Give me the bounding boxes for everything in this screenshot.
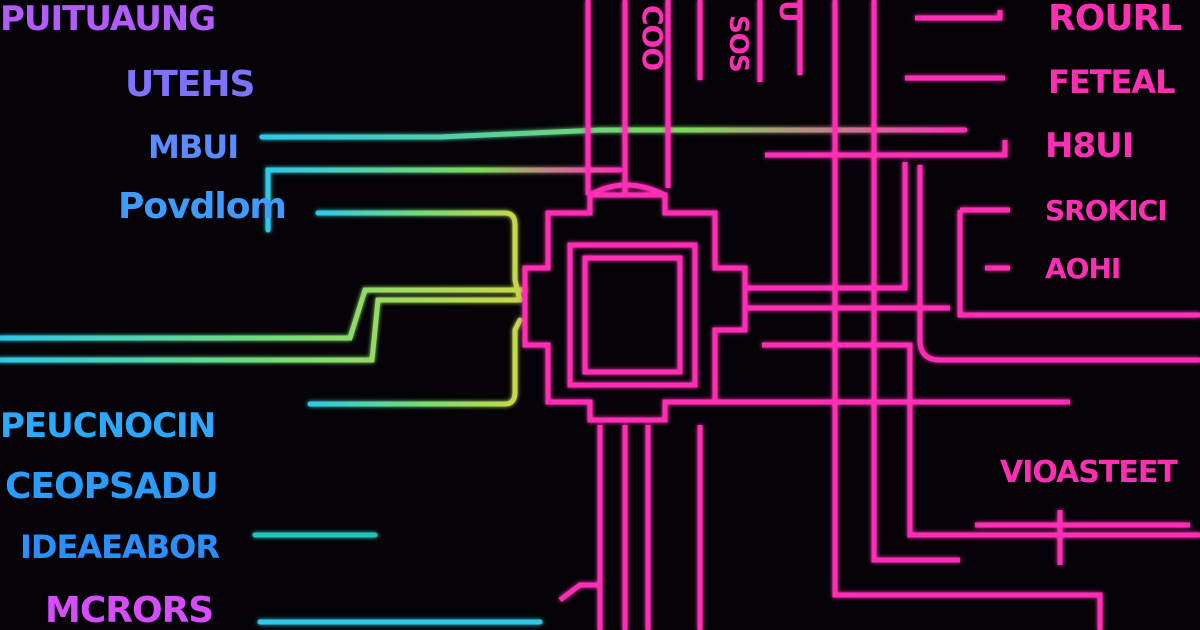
label-left-5: CEOPSADU xyxy=(5,466,218,507)
label-left-2: MBUI xyxy=(148,128,238,166)
label-left-0: PUITUAUNG xyxy=(0,0,215,39)
label-left-1: UTEHS xyxy=(125,64,254,105)
label-right-1: FETEAL xyxy=(1048,63,1175,101)
label-top-2: U xyxy=(773,0,806,22)
left-labels: PUITUAUNG UTEHS MBUI Povdlom PEUCNOCIN C… xyxy=(0,0,287,630)
label-right-2: H8UI xyxy=(1045,126,1133,166)
label-right-5: VIOASTEET xyxy=(1000,455,1178,490)
label-right-4: AOHI xyxy=(1045,252,1120,285)
label-left-3: Povdlom xyxy=(118,186,286,227)
chip-inner-core xyxy=(567,242,698,388)
label-left-4: PEUCNOCIN xyxy=(0,406,215,446)
label-top-0: COO xyxy=(636,5,669,70)
magenta-circuit xyxy=(522,0,1200,630)
trace-left-step2 xyxy=(0,297,523,363)
trace-povdlom xyxy=(265,167,623,233)
right-labels: ROURL FETEAL H8UI SROKICI AOHI VIOASTEET xyxy=(1000,0,1182,490)
trace-left-step1 xyxy=(0,287,528,341)
label-left-7: MCRORS xyxy=(45,590,213,630)
top-labels: COO SOS U xyxy=(636,0,806,72)
label-top-1: SOS xyxy=(723,15,753,72)
trace-bracket-lower xyxy=(307,317,523,407)
label-right-0: ROURL xyxy=(1048,0,1181,39)
trace-mbui xyxy=(259,127,968,140)
chip-core-window xyxy=(582,255,683,375)
label-right-3: SROKICI xyxy=(1045,194,1167,227)
trace-bracket-upper xyxy=(315,210,523,303)
left-traces xyxy=(0,79,1048,625)
label-left-6: IDEAEABOR xyxy=(20,528,219,566)
